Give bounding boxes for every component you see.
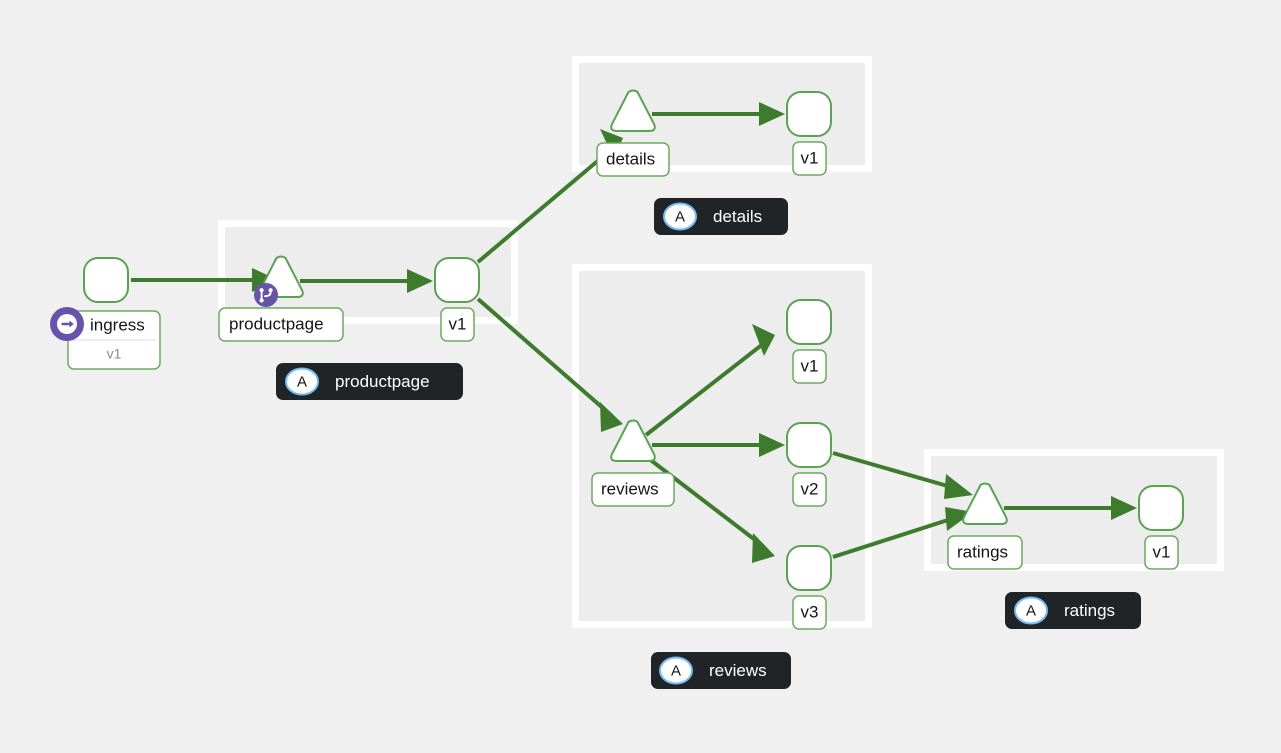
edge-ratings-service-to-ratings-v1[interactable] xyxy=(1004,496,1137,520)
node-details-v1[interactable]: v1 xyxy=(786,91,832,176)
node-ingress-label: ingress xyxy=(90,315,145,334)
tooltips-layer: A details A productpage A reviews A rati… xyxy=(276,198,1141,689)
node-details-v1-label: v1 xyxy=(801,148,819,167)
edge-productpage-v1-to-reviews-service[interactable] xyxy=(476,297,623,432)
node-reviews-v1-label-box[interactable]: v1 xyxy=(792,349,827,384)
tooltip-details[interactable]: A details xyxy=(654,198,788,235)
edge-productpage-service-to-productpage-v1[interactable] xyxy=(300,269,433,293)
node-ingress-version: v1 xyxy=(107,346,122,362)
tooltip-reviews-badge: A xyxy=(671,662,681,679)
group-boxes xyxy=(218,56,1224,628)
tooltip-reviews-label: reviews xyxy=(709,661,767,680)
node-ratings-service[interactable]: ratings xyxy=(947,482,1023,570)
tooltip-ratings-badge: A xyxy=(1026,602,1036,619)
edge-ingress-to-productpage-service[interactable] xyxy=(131,268,278,292)
edge-reviews-v2-to-ratings-service[interactable] xyxy=(832,451,973,499)
edge-reviews-service-to-reviews-v1[interactable] xyxy=(644,324,775,437)
node-details-service-label-box[interactable]: details xyxy=(596,142,670,177)
node-ratings-v1-label: v1 xyxy=(1153,542,1171,561)
gateway-sign-in-icon xyxy=(50,307,84,341)
tooltip-details-badge: A xyxy=(675,208,685,225)
tooltip-ratings[interactable]: A ratings xyxy=(1005,592,1141,629)
tooltip-productpage-badge: A xyxy=(297,373,307,390)
node-productpage-service-label-box[interactable]: productpage xyxy=(218,307,344,342)
nodes-layer: ingress v1 productpage xyxy=(50,89,1184,630)
tooltip-reviews[interactable]: A reviews xyxy=(651,652,791,689)
node-reviews-service[interactable]: reviews xyxy=(591,419,675,507)
node-reviews-v1-label: v1 xyxy=(801,356,819,375)
node-reviews-v2[interactable]: v2 xyxy=(786,422,832,507)
node-reviews-v3[interactable]: v3 xyxy=(786,545,832,630)
node-productpage-service-label: productpage xyxy=(229,314,324,333)
node-reviews-v3-label-box[interactable]: v3 xyxy=(792,595,827,630)
edges-layer xyxy=(131,102,1137,563)
node-reviews-service-label-box[interactable]: reviews xyxy=(591,472,675,507)
tooltip-ratings-label: ratings xyxy=(1064,601,1115,620)
node-ratings-v1[interactable]: v1 xyxy=(1138,485,1184,570)
node-ratings-service-label-box[interactable]: ratings xyxy=(947,535,1023,570)
node-productpage-v1-label-box[interactable]: v1 xyxy=(440,307,475,342)
tooltip-productpage-label: productpage xyxy=(335,372,430,391)
node-reviews-v2-label: v2 xyxy=(801,479,819,498)
node-reviews-service-label: reviews xyxy=(601,479,659,498)
edge-reviews-service-to-reviews-v2[interactable] xyxy=(652,433,785,457)
node-ratings-service-label: ratings xyxy=(957,542,1008,561)
node-ingress[interactable]: ingress v1 xyxy=(50,257,161,370)
tooltip-details-label: details xyxy=(713,207,762,226)
node-productpage-service[interactable]: productpage xyxy=(218,255,344,342)
edge-details-service-to-details-v1[interactable] xyxy=(652,102,785,126)
node-details-v1-label-box[interactable]: v1 xyxy=(792,141,827,176)
node-reviews-v1[interactable]: v1 xyxy=(786,299,832,384)
virtual-service-code-branch-icon xyxy=(254,283,278,307)
node-details-service-label: details xyxy=(606,149,655,168)
node-details-service[interactable]: details xyxy=(596,89,670,177)
node-productpage-v1[interactable]: v1 xyxy=(434,257,480,342)
node-reviews-v3-label: v3 xyxy=(801,602,819,621)
node-reviews-v2-label-box[interactable]: v2 xyxy=(792,472,827,507)
tooltip-productpage[interactable]: A productpage xyxy=(276,363,463,400)
node-ratings-v1-label-box[interactable]: v1 xyxy=(1144,535,1179,570)
node-productpage-v1-label: v1 xyxy=(449,314,467,333)
